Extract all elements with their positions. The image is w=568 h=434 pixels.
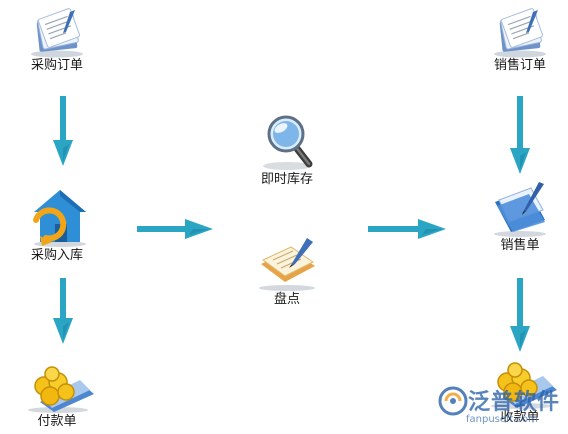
node-purchase-inbound: 采购入库 [7,186,107,264]
magnifier-icon [263,115,313,170]
node-label-receipt-slip: 收款单 [500,410,540,425]
node-purchase-order: 采购订单 [7,8,107,74]
brand-url: fanpusoft.com [466,414,538,425]
node-label-payment-slip: 付款单 [37,414,77,429]
document-stack-icon [494,8,546,58]
brand-logo-icon [438,386,468,416]
node-label-purchase-order: 采购订单 [30,58,83,73]
document-stack-icon [31,8,83,58]
node-payment-slip: 付款单 [7,362,107,430]
brand-name: 泛普软件 [468,390,561,415]
node-label-realtime-inventory: 即时库存 [260,172,313,187]
gold-coins-icon [28,366,94,413]
node-label-sales-slip: 销售单 [500,238,540,253]
arrow-down-icon [53,96,73,166]
arrow-right-icon [368,219,446,239]
node-sales-order: 销售订单 [470,8,568,74]
node-receipt-slip: 收款单 [470,358,568,426]
arrow-down-icon [510,278,530,352]
brand-watermark: 泛普软件 fanpusoft.com [436,384,568,434]
arrow-down-icon [510,96,530,174]
node-label-stock-count: 盘点 [273,292,300,307]
notepad-pen-icon [259,238,315,291]
node-stock-count: 盘点 [237,236,337,308]
arrow-down-icon [53,278,73,344]
folder-pen-icon [494,182,546,237]
node-label-purchase-inbound: 采购入库 [30,248,83,263]
node-realtime-inventory: 即时库存 [237,112,337,188]
node-sales-slip: 销售单 [470,180,568,254]
gold-coins-icon [491,362,557,409]
node-label-sales-order: 销售订单 [493,58,546,73]
arrow-right-icon [137,219,213,239]
house-refresh-icon [33,190,86,247]
